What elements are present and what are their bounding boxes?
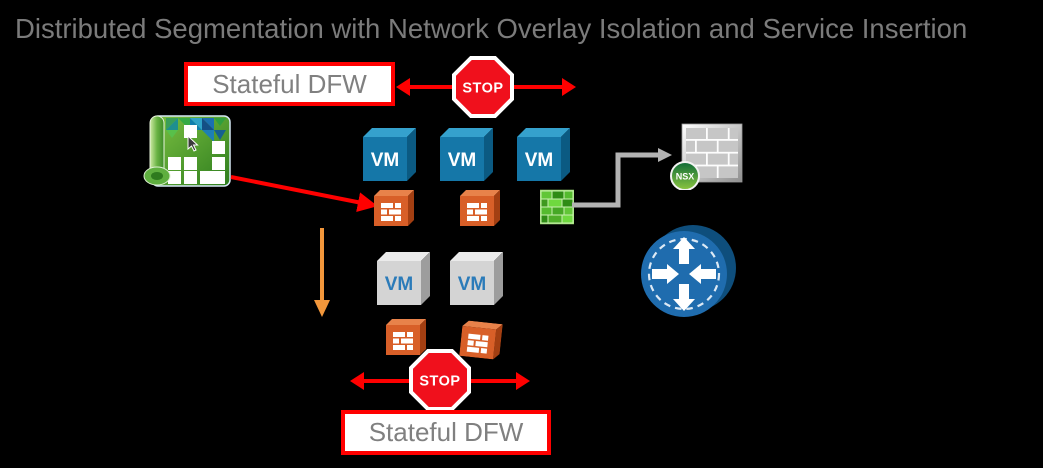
dfw-firewall-icon-2: [460, 190, 500, 226]
policy-push-arrow: [228, 172, 384, 218]
stateful-dfw-text-bottom: Stateful DFW: [368, 417, 524, 447]
page-title: Distributed Segmentation with Network Ov…: [15, 13, 968, 44]
stop-sign-icon-top: STOP: [452, 56, 514, 118]
nsx-badge: [670, 161, 700, 190]
vm-label: VM: [371, 150, 400, 171]
dfw-firewall-icon-4: [459, 320, 503, 360]
vm-cube-gray-2: VM: [450, 252, 503, 305]
nsx-firewall-icon: NSX: [670, 122, 744, 190]
stop-sign-icon-bottom: STOP: [409, 349, 471, 411]
dfw-firewall-icon-3: [386, 319, 426, 355]
security-group-icon: [540, 189, 574, 225]
service-insertion-connector: [570, 148, 682, 212]
vm-cube-blue-2: VM: [440, 128, 493, 181]
cursor-icon: [187, 134, 199, 152]
policy-flow-arrow-down: [311, 226, 335, 320]
scroll-edge: [143, 115, 171, 186]
stop-text-top: STOP: [462, 81, 503, 97]
blueprint-squares: [168, 125, 225, 184]
stateful-dfw-label-bottom: Stateful DFW: [341, 410, 551, 455]
vm-cube-gray-1: VM: [377, 252, 430, 305]
stop-text-bottom: STOP: [419, 374, 460, 390]
vm-label: VM: [385, 274, 414, 295]
vm-cube-blue-1: VM: [363, 128, 416, 181]
vm-cube-blue-3: VM: [517, 128, 570, 181]
router-icon: [636, 224, 740, 320]
stateful-dfw-label-top: Stateful DFW: [184, 62, 395, 106]
dfw-firewall-icon-1: [374, 190, 414, 226]
blueprint-icon: [142, 112, 234, 190]
vm-label: VM: [458, 274, 487, 295]
nsx-badge-label: NSX: [676, 172, 695, 182]
stateful-dfw-text-top: Stateful DFW: [212, 68, 367, 99]
vm-label: VM: [525, 150, 554, 171]
vm-label: VM: [448, 150, 477, 171]
